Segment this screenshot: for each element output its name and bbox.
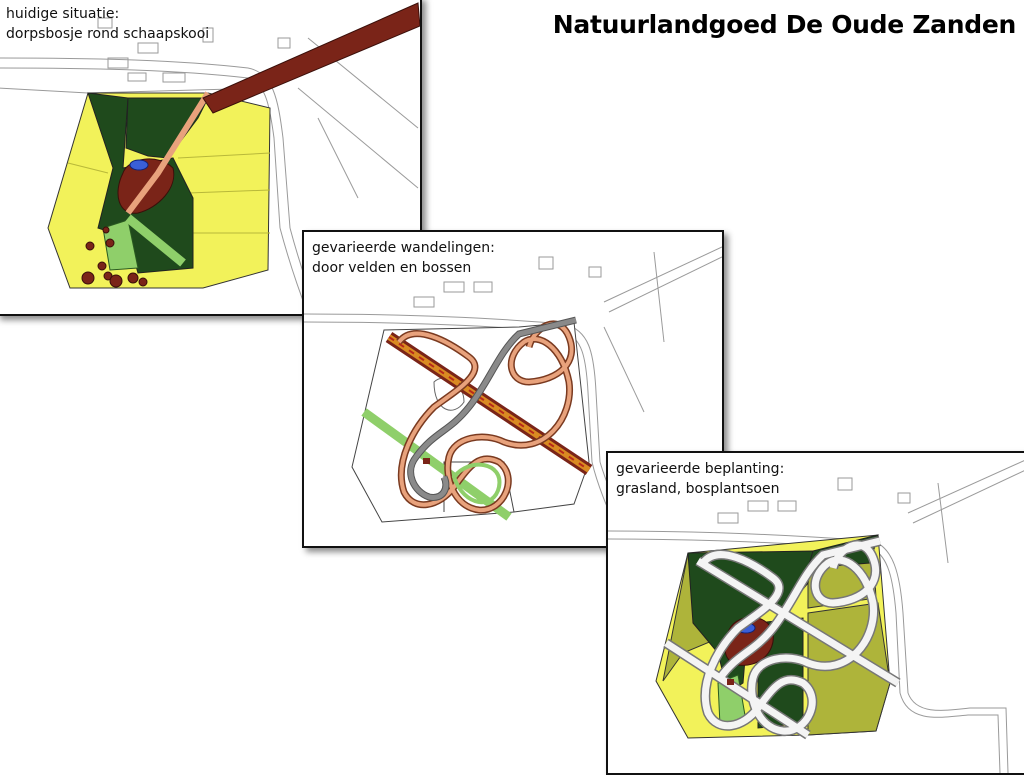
caption-line-2: door velden en bossen bbox=[312, 260, 472, 276]
panel-caption: huidige situatie: dorpsbosje rond schaap… bbox=[6, 4, 209, 44]
current-situation-map bbox=[0, 2, 420, 314]
walking-routes-map bbox=[304, 246, 722, 546]
panel-caption: gevarieerde beplanting: grasland, bospla… bbox=[616, 459, 784, 499]
caption-line-2: grasland, bosplantsoen bbox=[616, 481, 780, 497]
caption-line-1: gevarieerde beplanting: bbox=[616, 461, 785, 477]
panel-caption: gevarieerde wandelingen: door velden en … bbox=[312, 238, 495, 278]
page-title: Natuurlandgoed De Oude Zanden bbox=[552, 10, 1017, 39]
caption-line-2: dorpsbosje rond schaapskooi bbox=[6, 26, 210, 42]
map-panel-varied-planting: gevarieerde beplanting: grasland, bospla… bbox=[606, 451, 1024, 775]
map-panel-current-situation: huidige situatie: dorpsbosje rond schaap… bbox=[0, 0, 422, 316]
caption-line-1: huidige situatie: bbox=[6, 6, 120, 22]
varied-planting-map bbox=[608, 460, 1024, 773]
caption-line-1: gevarieerde wandelingen: bbox=[312, 240, 495, 256]
